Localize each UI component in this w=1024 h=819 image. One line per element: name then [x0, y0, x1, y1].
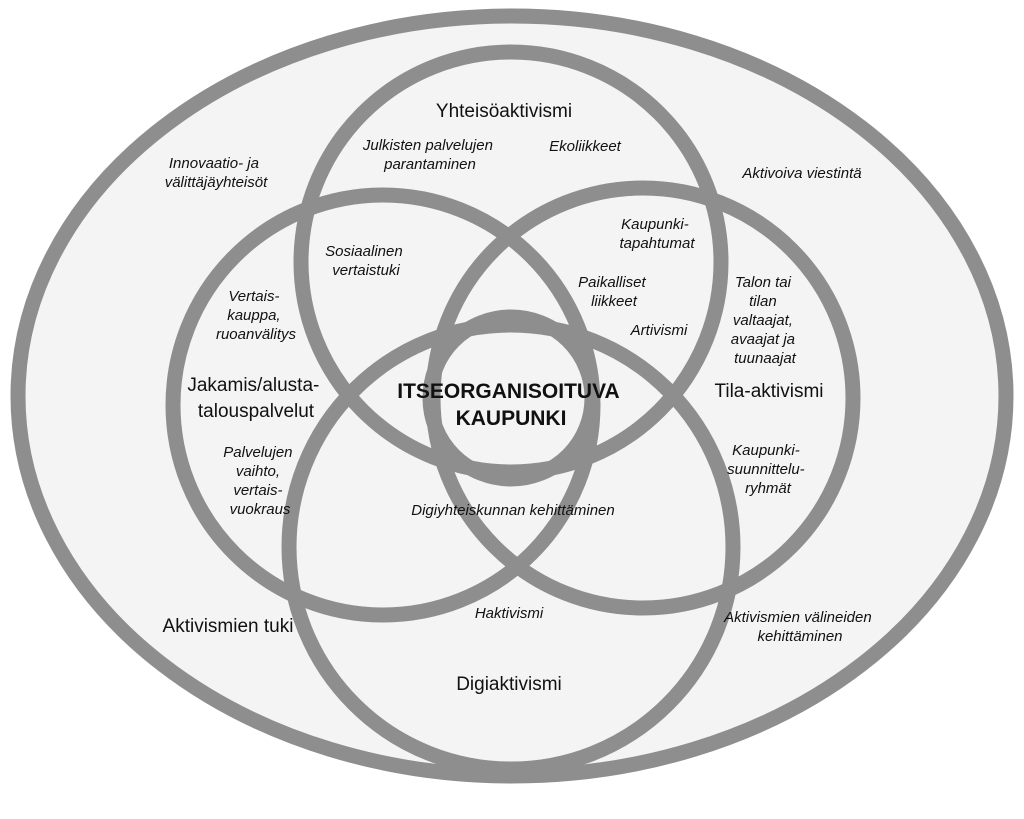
- item-innovaatio: Innovaatio- ja välittäjäyhteisöt: [165, 155, 268, 191]
- circle-digiaktivismi: [281, 317, 741, 777]
- item-ekoliikkeet: Ekoliikkeet: [549, 138, 622, 155]
- item-artivismi: Artivismi: [630, 322, 688, 339]
- circle-core: [422, 309, 600, 487]
- item-kaupunkisuunnittelu: Kaupunki- suunnittelu- ryhmät: [727, 442, 809, 497]
- item-vertaiskauppa: Vertais- kauppa, ruoanvälitys: [216, 288, 297, 343]
- item-sosiaalinen-vertaistuki: Sosiaalinen vertaistuki: [325, 243, 407, 279]
- item-paikalliset-liikkeet: Paikalliset liikkeet: [578, 274, 650, 310]
- item-kaupunkitapahtumat: Kaupunki- tapahtumat: [619, 216, 695, 252]
- label-aktivismien-tuki: Aktivismien tuki: [163, 616, 294, 637]
- label-jakamis: Jakamis/alusta- talouspalvelut: [187, 375, 324, 422]
- item-haktivismi: Haktivismi: [475, 605, 544, 622]
- item-julkisten-palvelujen: Julkisten palvelujen parantaminen: [362, 137, 497, 173]
- item-talon-tai-tilan: Talon tai tilan valtaajat, avaajat ja tu…: [731, 274, 799, 367]
- item-valineiden-kehittaminen: Aktivismien välineiden kehittäminen: [723, 609, 876, 645]
- label-digiaktivismi: Digiaktivismi: [456, 674, 562, 695]
- label-core: ITSEORGANISOITUVA KAUPUNKI: [397, 380, 625, 430]
- label-yhteisoaktivismi: Yhteisöaktivismi: [436, 101, 572, 122]
- item-digiyhteiskunnan: Digiyhteiskunnan kehittäminen: [411, 502, 614, 519]
- item-palvelujen-vaihto: Palvelujen vaihto, vertais- vuokraus: [223, 444, 296, 518]
- item-aktivoiva-viestinta: Aktivoiva viestintä: [741, 165, 861, 182]
- label-tila-aktivismi: Tila-aktivismi: [714, 381, 823, 402]
